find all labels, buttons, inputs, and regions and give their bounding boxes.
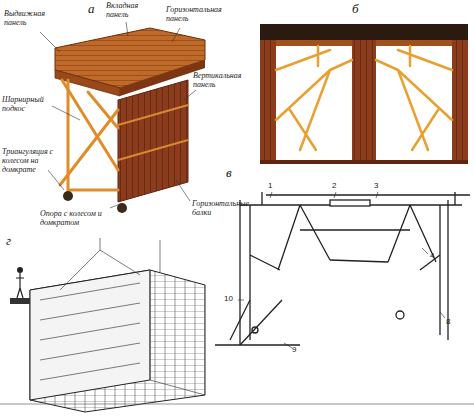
panel-letter: в	[226, 166, 240, 180]
part-label: Горизонтальные балки	[192, 200, 250, 218]
part-label: Вертикальная панель	[193, 72, 253, 90]
leader-lines	[40, 22, 196, 208]
callout-number: 1	[268, 182, 280, 191]
panel-letter: г	[6, 234, 20, 248]
half-tunnel-form	[55, 28, 205, 213]
part-label: Выдвижная панель	[4, 10, 56, 28]
callout-number: 3	[374, 182, 386, 191]
panel-letter: б	[352, 2, 366, 16]
callout-number: 9	[292, 346, 304, 355]
callout-number: 10	[224, 295, 238, 304]
callout-number: 4	[430, 252, 442, 261]
part-label: Опора с колесом и домкратом	[40, 210, 110, 228]
block-installation-sketch	[0, 238, 474, 412]
tunnel-form	[260, 24, 468, 164]
formwork-section	[215, 192, 470, 345]
callout-number: 2	[332, 182, 344, 191]
panel-letter: а	[88, 2, 102, 16]
part-label: Вкладная панель	[106, 2, 152, 20]
part-label: Горизонтальная панель	[166, 6, 238, 24]
callout-number: 8	[446, 318, 458, 327]
part-label: Шарнирный подкос	[2, 96, 54, 114]
part-label: Триангуляция с колесом на домкрате	[2, 148, 60, 174]
callout-leaders	[238, 192, 445, 348]
